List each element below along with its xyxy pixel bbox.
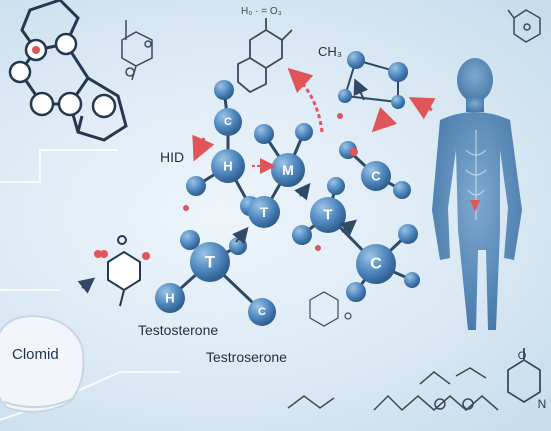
label-testroserone: Testroserone xyxy=(206,349,287,365)
label-testosterone: Testosterone xyxy=(138,322,219,338)
sketch-molecule-topright xyxy=(507,9,541,43)
atom-label-t-center: T xyxy=(260,204,269,220)
atoms xyxy=(155,51,420,326)
dark-arrows xyxy=(77,78,369,294)
atom-label-h-mid: H xyxy=(223,159,232,174)
human-body xyxy=(432,58,522,330)
atom-label-t-bottom: T xyxy=(205,253,216,272)
atom-label-c-top: C xyxy=(224,116,232,128)
atom-label-m: M xyxy=(282,162,294,178)
atom-label-c-right: C xyxy=(371,169,381,184)
atom-label-t-right: T xyxy=(323,207,332,224)
body-veins xyxy=(465,130,487,220)
bottom-ring-right xyxy=(507,348,541,404)
red-dots xyxy=(94,113,358,258)
sketch-molecule-topcenter xyxy=(121,20,153,81)
atom-label-n: N xyxy=(538,397,547,411)
label-clomid: Clomid xyxy=(12,346,59,363)
atom-label-o: O xyxy=(518,350,527,362)
hex-nodes-topleft xyxy=(8,32,117,119)
label-ch3: CH₃ xyxy=(318,44,343,59)
label-h0: H₀ · = O₃ xyxy=(241,6,282,17)
hex-structure-topleft xyxy=(18,0,128,142)
atom-label-c-small: C xyxy=(258,306,266,318)
sketch-molecule-top xyxy=(237,18,293,94)
bottom-chain xyxy=(287,367,499,412)
sketch-ring-bottom xyxy=(309,291,352,327)
atom-label-c-bigright: C xyxy=(370,256,382,273)
clomid-pill xyxy=(0,314,85,413)
atom-label-h-bottom: H xyxy=(165,291,174,306)
red-arrows xyxy=(192,67,436,174)
small-ring-left xyxy=(100,235,150,307)
label-hid: HID xyxy=(160,149,185,165)
body-red-marker xyxy=(470,200,480,212)
